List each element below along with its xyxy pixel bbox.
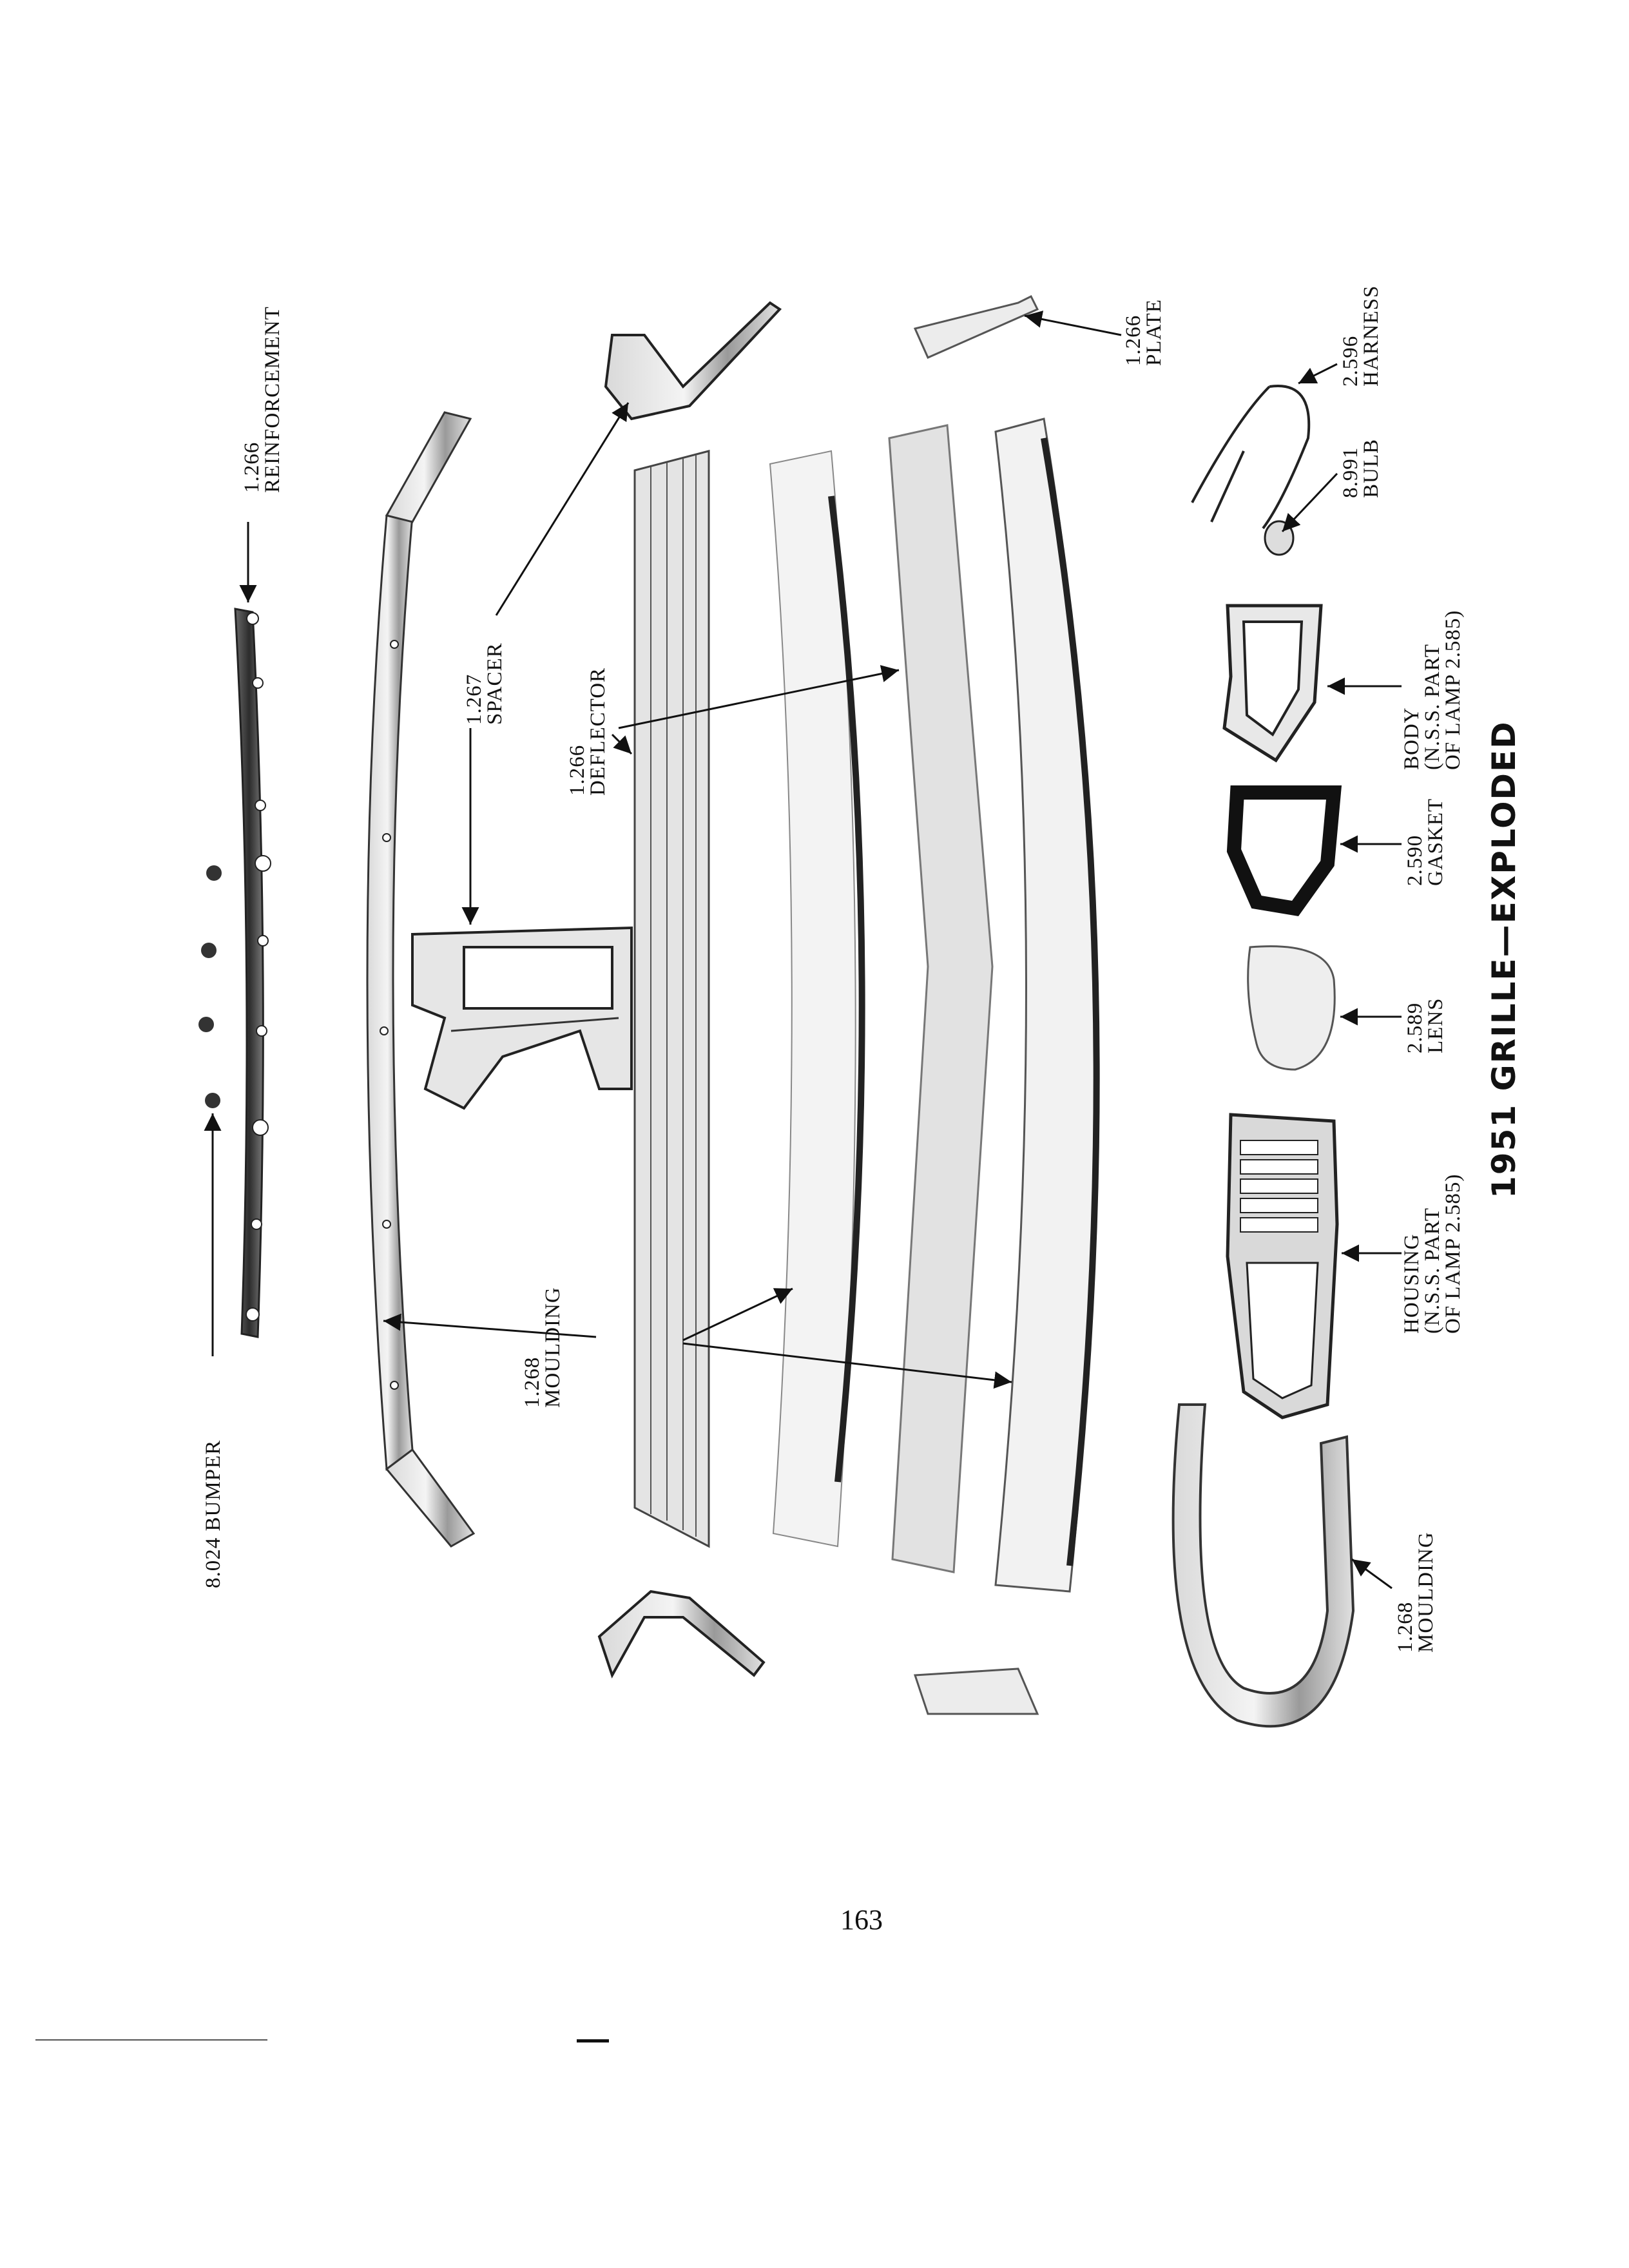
harness-label: 2.596 HARNESS [1339, 285, 1383, 387]
lamp-housing [1226, 1113, 1339, 1419]
grille-bar-4 [994, 418, 1100, 1593]
upper-moulding [366, 411, 476, 1548]
scan-artifact [35, 2039, 267, 2041]
grille-bar-1 [633, 450, 710, 1548]
moulding-main-label: 1.268 MOULDING [521, 1287, 564, 1408]
leader-lines [204, 311, 1402, 1590]
grille-bar-2 [769, 450, 865, 1548]
reinforcement-label: 1.266 REINFORCEMENT [240, 306, 284, 493]
grille-bar-3 [888, 424, 994, 1573]
housing-label: HOUSING (N.S.S. PART OF LAMP 2.585) [1400, 1173, 1465, 1334]
scan-artifact [577, 2039, 609, 2042]
bulb [1264, 520, 1295, 556]
deflector-label: 1.266 DEFLECTOR [566, 667, 610, 796]
moulding-end-label: 1.268 MOULDING [1394, 1532, 1438, 1653]
bumper-label: 8.024 BUMPER [202, 1439, 225, 1588]
harness [1191, 385, 1311, 530]
spacer-bracket-top [604, 301, 782, 421]
body-label: BODY (N.S.S. PART OF LAMP 2.585) [1400, 610, 1465, 770]
page-number: 163 [840, 1904, 883, 1936]
lens-label: 2.589 LENS [1403, 997, 1447, 1054]
figure-title: 1951 GRILLE—EXPLODED [1485, 720, 1523, 1198]
spacer-bracket-bottom [597, 1590, 766, 1678]
spacer-label: 1.267 SPACER [463, 642, 506, 725]
gasket-label: 2.590 GASKET [1403, 798, 1447, 886]
gasket [1226, 785, 1342, 916]
bolt-icon [198, 865, 222, 1108]
plate-bottom [913, 1667, 1039, 1715]
bulb-label: 8.991 BULB [1339, 438, 1383, 498]
plate-label: 1.266 PLATE [1122, 299, 1166, 366]
lamp-body [1222, 604, 1323, 763]
plate-top [913, 294, 1039, 359]
center-spacer [411, 926, 633, 1110]
bumper-bar [234, 608, 271, 1338]
lens [1247, 945, 1336, 1071]
end-moulding [1171, 1403, 1355, 1728]
